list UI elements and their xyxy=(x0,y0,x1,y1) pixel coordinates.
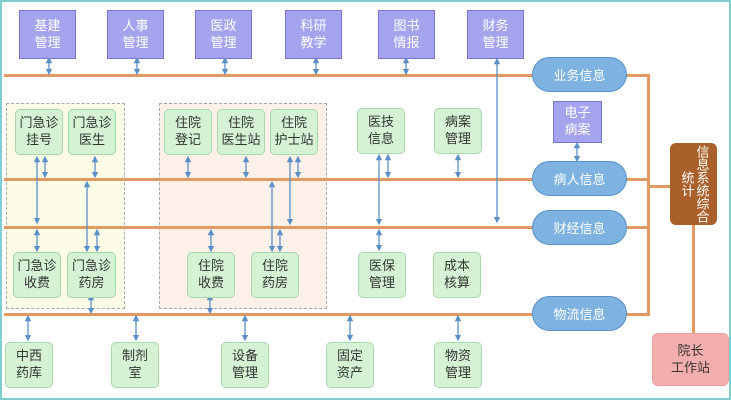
statistics-box[interactable]: 信息系统综合统计 xyxy=(670,143,717,225)
business-bus-line xyxy=(4,74,534,77)
op-registration-box[interactable]: 门急诊 挂号 xyxy=(15,109,63,155)
logistics-bus-line xyxy=(4,313,534,316)
op-doctor-box[interactable]: 门急诊 医生 xyxy=(68,109,116,155)
costing-box[interactable]: 成本 核算 xyxy=(433,252,481,298)
emr-box[interactable]: 电子 病案 xyxy=(553,101,602,143)
equipment-box[interactable]: 设备 管理 xyxy=(221,342,269,388)
op-billing-box[interactable]: 门急诊 收费 xyxy=(13,252,61,298)
ip-doctor-box[interactable]: 住院 医生站 xyxy=(217,109,265,155)
op-pharmacy-box[interactable]: 门急诊 药房 xyxy=(67,252,116,298)
infrastructure-box[interactable]: 基建 管理 xyxy=(19,10,76,59)
finance-box[interactable]: 财务 管理 xyxy=(467,10,524,59)
medical-admin-box[interactable]: 医政 管理 xyxy=(195,10,252,59)
ip-admission-box[interactable]: 住院 登记 xyxy=(164,109,212,155)
finance-info-pill[interactable]: 财经信息 xyxy=(532,210,627,245)
library-box[interactable]: 图书 情报 xyxy=(378,10,435,59)
trunk-to-statistics xyxy=(647,185,671,188)
fixed-assets-box[interactable]: 固定 资产 xyxy=(326,342,374,388)
finance-bus-line xyxy=(4,226,534,229)
ip-nurse-box[interactable]: 住院 护士站 xyxy=(270,109,318,155)
director-workstation-box[interactable]: 院长 工作站 xyxy=(652,333,729,386)
business-info-pill[interactable]: 业务信息 xyxy=(532,57,627,92)
hr-box[interactable]: 人事 管理 xyxy=(107,10,164,59)
patient-to-trunk xyxy=(626,178,650,181)
ip-billing-box[interactable]: 住院 收费 xyxy=(187,252,235,298)
medtech-box[interactable]: 医技 信息 xyxy=(357,108,405,154)
info-trunk-line xyxy=(647,74,650,316)
patient-bus-line xyxy=(4,178,534,181)
records-box[interactable]: 病案 管理 xyxy=(434,108,482,154)
materials-box[interactable]: 物资 管理 xyxy=(434,342,482,388)
business-to-trunk xyxy=(626,74,650,77)
logistics-to-trunk xyxy=(626,313,650,316)
ip-pharmacy-box[interactable]: 住院 药房 xyxy=(251,252,299,298)
logistics-info-pill[interactable]: 物流信息 xyxy=(532,296,627,331)
research-box[interactable]: 科研 教学 xyxy=(285,10,342,59)
patient-info-pill[interactable]: 病人信息 xyxy=(532,161,627,196)
finance-to-trunk xyxy=(626,226,650,229)
statistics-to-director-line xyxy=(692,224,695,334)
drug-store-box[interactable]: 中西 药库 xyxy=(5,342,53,388)
preparation-box[interactable]: 制剂 室 xyxy=(111,342,159,388)
insurance-box[interactable]: 医保 管理 xyxy=(358,252,406,298)
